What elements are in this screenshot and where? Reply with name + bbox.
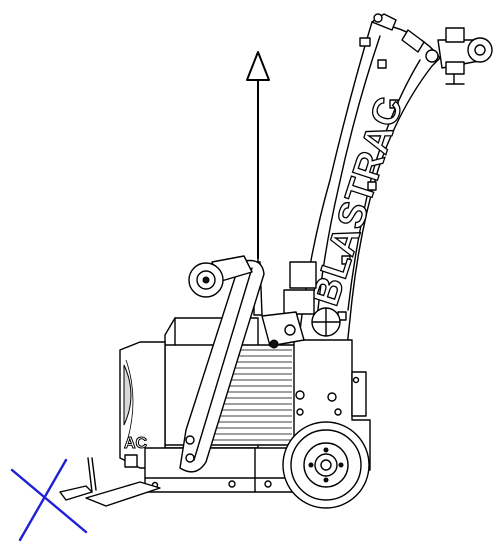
top-handle-assembly <box>371 13 493 85</box>
small-wheel <box>188 262 224 298</box>
front-skid <box>59 457 161 507</box>
fan-housing: AC <box>119 341 166 469</box>
up-arrow <box>246 51 270 259</box>
base-chassis <box>144 447 301 493</box>
x-mark <box>10 458 88 542</box>
main-wheel <box>282 421 370 509</box>
body-brand-text: AC <box>124 435 148 452</box>
